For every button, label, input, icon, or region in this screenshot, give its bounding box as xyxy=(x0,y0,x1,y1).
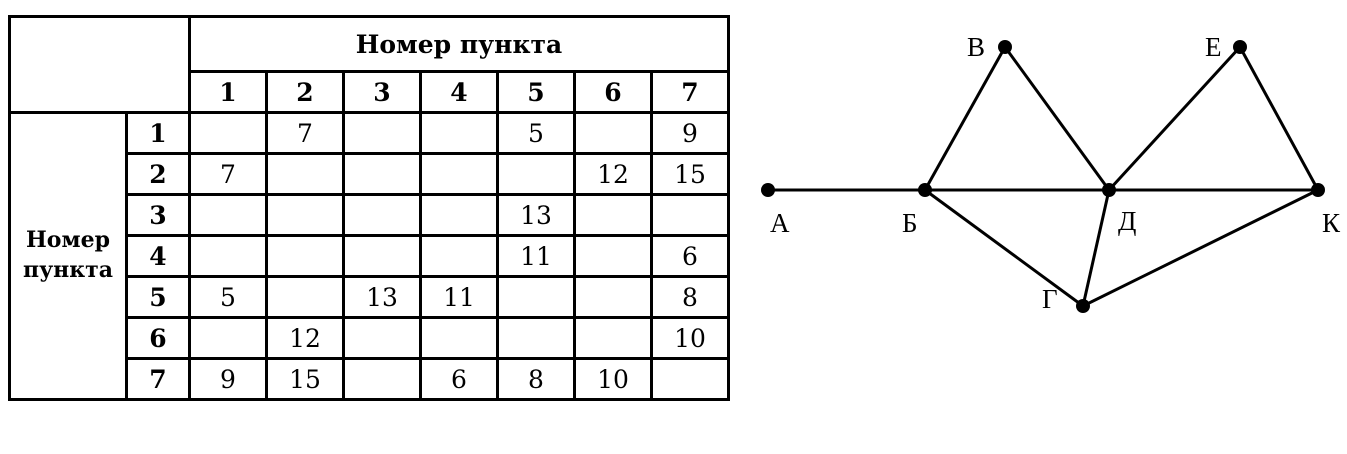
distance-cell xyxy=(419,234,499,278)
distance-cell xyxy=(265,234,345,278)
graph-node xyxy=(761,183,775,197)
distance-cell: 7 xyxy=(188,152,268,196)
graph-edge xyxy=(1107,45,1242,192)
distance-cell xyxy=(188,193,268,237)
graph-edge xyxy=(1082,188,1319,308)
distance-cell xyxy=(650,357,730,401)
graph-node-label: К xyxy=(1322,208,1341,238)
distance-cell xyxy=(342,152,422,196)
row-number-header: 7 xyxy=(125,357,191,401)
distance-cell: 5 xyxy=(188,275,268,319)
distance-cell: 13 xyxy=(496,193,576,237)
graph-node-label: В xyxy=(967,32,985,62)
row-group-header-line1: Номер xyxy=(26,227,110,254)
distance-cell xyxy=(265,152,345,196)
distance-cell: 5 xyxy=(496,111,576,155)
row-group-header-line2: пункта xyxy=(22,257,114,283)
distance-cell xyxy=(573,275,653,319)
distance-cell xyxy=(573,111,653,155)
distance-cell xyxy=(265,275,345,319)
graph-node xyxy=(918,183,932,197)
distance-cell xyxy=(419,111,499,155)
row-number-header: 3 xyxy=(125,193,191,237)
column-group-header: Номер пункта xyxy=(188,15,730,73)
distance-cell: 11 xyxy=(496,234,576,278)
graph-edge xyxy=(1081,189,1111,307)
distance-cell xyxy=(265,193,345,237)
distance-cell xyxy=(650,193,730,237)
distance-cell: 6 xyxy=(419,357,499,401)
distance-cell xyxy=(188,111,268,155)
distance-cell xyxy=(496,275,576,319)
distance-cell: 13 xyxy=(342,275,422,319)
distance-cell: 8 xyxy=(650,275,730,319)
column-number-header: 3 xyxy=(342,70,422,114)
distance-cell xyxy=(342,357,422,401)
row-number-header: 4 xyxy=(125,234,191,278)
distance-cell xyxy=(573,193,653,237)
distance-cell: 12 xyxy=(265,316,345,360)
distance-cell xyxy=(419,316,499,360)
distance-cell: 11 xyxy=(419,275,499,319)
distance-cell: 10 xyxy=(573,357,653,401)
distance-cell xyxy=(342,234,422,278)
distance-cell: 9 xyxy=(650,111,730,155)
distance-cell xyxy=(342,316,422,360)
distance-cell xyxy=(188,316,268,360)
graph-node-label: Г xyxy=(1042,284,1058,314)
distance-cell xyxy=(496,152,576,196)
corner-cell xyxy=(8,15,191,114)
row-number-header: 1 xyxy=(125,111,191,155)
graph-node-label: Б xyxy=(902,208,918,238)
column-number-header: 1 xyxy=(188,70,268,114)
distance-cell: 15 xyxy=(265,357,345,401)
distance-cell: 7 xyxy=(265,111,345,155)
column-number-header: 4 xyxy=(419,70,499,114)
distance-cell xyxy=(342,111,422,155)
graph-node-label: Д xyxy=(1118,206,1136,236)
distance-cell xyxy=(419,193,499,237)
graph-node xyxy=(1311,183,1325,197)
row-number-header: 5 xyxy=(125,275,191,319)
distance-cell xyxy=(419,152,499,196)
distance-cell xyxy=(496,316,576,360)
distance-cell: 8 xyxy=(496,357,576,401)
distance-cell xyxy=(573,234,653,278)
distance-cell: 15 xyxy=(650,152,730,196)
distance-cell xyxy=(188,234,268,278)
distance-cell: 9 xyxy=(188,357,268,401)
table-row: 3 13 xyxy=(10,193,730,237)
graph-node xyxy=(998,40,1012,54)
table-row: 4 11 6 xyxy=(10,234,730,278)
graph-node-label: А xyxy=(770,208,790,238)
graph-edge xyxy=(1003,46,1111,191)
distance-cell: 12 xyxy=(573,152,653,196)
graph-edge xyxy=(1238,46,1320,191)
graph-edge xyxy=(924,188,1084,308)
row-number-header: 2 xyxy=(125,152,191,196)
column-number-header: 6 xyxy=(573,70,653,114)
distance-cell: 6 xyxy=(650,234,730,278)
column-number-header: 5 xyxy=(496,70,576,114)
graph-node xyxy=(1076,299,1090,313)
graph-edge xyxy=(923,46,1007,191)
row-group-header: Номер пункта xyxy=(8,111,128,401)
distance-cell xyxy=(573,316,653,360)
graph-node xyxy=(1102,183,1116,197)
distance-cell xyxy=(342,193,422,237)
row-number-header: 6 xyxy=(125,316,191,360)
column-number-header: 2 xyxy=(265,70,345,114)
table-row: 6 12 10 xyxy=(10,316,730,360)
graph-node xyxy=(1233,40,1247,54)
column-number-header: 7 xyxy=(650,70,730,114)
distance-cell: 10 xyxy=(650,316,730,360)
graph-node-label: Е xyxy=(1205,32,1222,62)
